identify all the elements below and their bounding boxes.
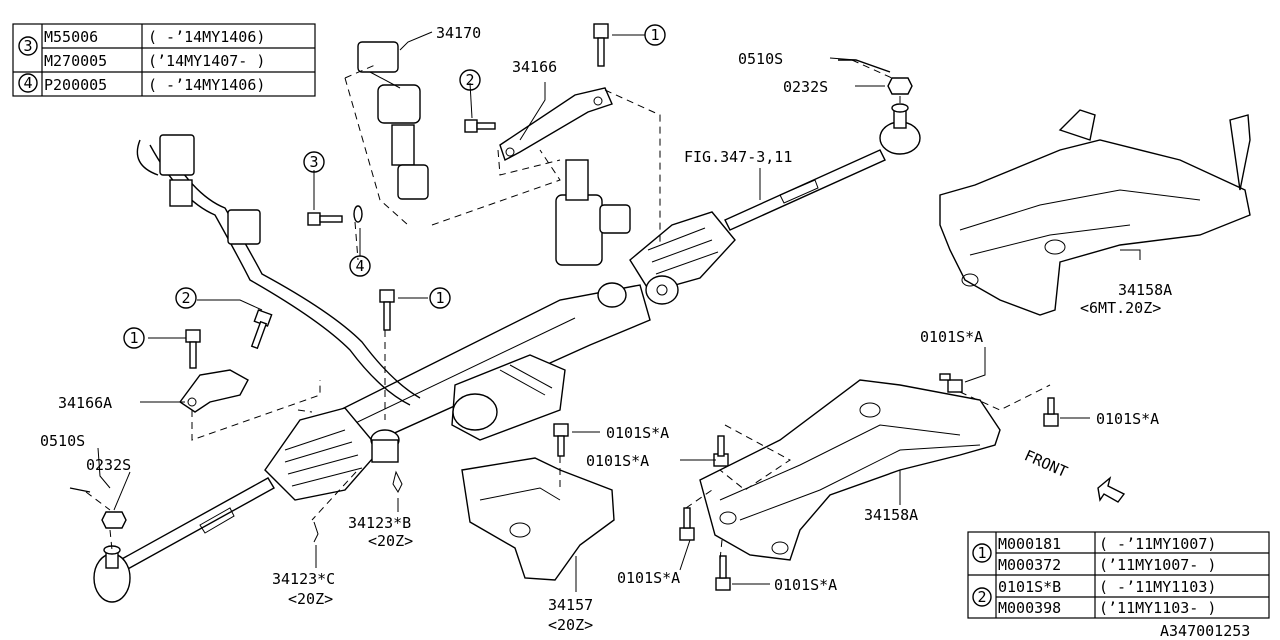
part-labels: 34170 34166 0510S 0232S FIG.347-3,11 341… <box>40 24 1250 640</box>
table-top: 3 4 M55006 M270005 P200005 ( -’14MY1406)… <box>12 23 316 97</box>
callout-4: 4 <box>355 257 364 275</box>
bracket-34166 <box>499 87 613 162</box>
label-fig-reference: FIG.347-3,11 <box>684 148 792 166</box>
callout-1: 1 <box>650 26 659 44</box>
label-34166a: 34166A <box>58 394 112 412</box>
bolt-rack-1 <box>379 289 395 331</box>
table-bottom-range: (’11MY1007- ) <box>1099 556 1216 574</box>
table-bottom-part: M000372 <box>998 556 1061 574</box>
table-top-part: M270005 <box>44 52 107 70</box>
crossmember-34158a-bottom <box>699 379 1001 561</box>
label-34123c-note: <20Z> <box>288 590 333 608</box>
front-indicator: FRONT <box>1022 446 1071 481</box>
label-0101s-a: 0101S*A <box>586 452 649 470</box>
heat-shield-edge <box>479 487 561 501</box>
callout-3: 3 <box>309 153 318 171</box>
label-34157-note: <20Z> <box>548 616 593 634</box>
table-bottom-range: (’11MY1103- ) <box>1099 599 1216 617</box>
table-bottom: 1 2 M000181 M000372 0101S*B M000398 ( -’… <box>967 531 1270 619</box>
table-bottom-part: 0101S*B <box>998 578 1061 596</box>
label-34157: 34157 <box>548 596 593 614</box>
bolt-0101s-a-6 <box>715 555 731 591</box>
callouts: 1 1 1 2 2 3 4 <box>123 24 666 349</box>
rack-boot-right <box>629 211 736 293</box>
label-34158a-bottom: 34158A <box>864 506 918 524</box>
cotter-pin-0510s-top <box>838 59 891 73</box>
table-bottom-range: ( -’11MY1007) <box>1099 535 1216 553</box>
tie-rod-end-left <box>93 545 131 603</box>
table-top-part: M55006 <box>44 28 98 46</box>
bolt-0101s-a-4 <box>1043 397 1059 427</box>
clip-34123c <box>313 521 319 543</box>
wiring-harness <box>136 134 421 406</box>
table-top-part: P200005 <box>44 76 107 94</box>
table-bottom-range: ( -’11MY1103) <box>1099 578 1216 596</box>
label-0101s-a: 0101S*A <box>617 569 680 587</box>
table-top-range: ( -’14MY1406) <box>148 28 265 46</box>
label-34123b: 34123*B <box>348 514 411 532</box>
clip-34123b <box>392 470 403 494</box>
label-0232s-bottom: 0232S <box>86 456 131 474</box>
tie-rod-end-right <box>879 103 921 155</box>
label-0232s-top: 0232S <box>783 78 828 96</box>
cotter-pin-0510s-bottom <box>69 487 91 493</box>
bolt-0101s-a-3 <box>939 373 963 393</box>
table-bottom-ref-1: 1 <box>977 544 986 562</box>
table-bottom-ref-2: 2 <box>977 588 986 606</box>
bolt-0101s-a-2 <box>713 435 729 467</box>
label-0101s-a: 0101S*A <box>774 576 837 594</box>
callout-1: 1 <box>129 329 138 347</box>
reference-lines <box>85 59 1051 561</box>
bracket-34166a <box>178 369 249 413</box>
table-bottom-part: M000181 <box>998 535 1061 553</box>
table-bottom-part: M000398 <box>998 599 1061 617</box>
diagram-id: A347001253 <box>1160 622 1250 640</box>
front-label: FRONT <box>1022 446 1071 481</box>
bolt-2-upper <box>464 119 496 133</box>
heat-shield-34157 <box>461 457 615 581</box>
label-34158a-top-note: <6MT.20Z> <box>1080 299 1161 317</box>
callout-1: 1 <box>435 289 444 307</box>
table-top-range: ( -’14MY1406) <box>148 76 265 94</box>
bolt-3 <box>307 212 343 226</box>
callout-2: 2 <box>465 71 474 89</box>
label-0510s-bottom: 0510S <box>40 432 85 450</box>
label-34123c: 34123*C <box>272 570 335 588</box>
bolt-0101s-a-1 <box>553 423 569 457</box>
leader-lines <box>97 31 1141 592</box>
heat-shield-hole <box>509 522 531 538</box>
table-top-ref-3: 3 <box>23 37 32 55</box>
fasteners <box>69 23 1059 591</box>
label-34166: 34166 <box>512 58 557 76</box>
bolt-top-1 <box>593 23 609 67</box>
assist-motor <box>451 354 566 441</box>
front-arrow-icon <box>1097 476 1126 503</box>
callout-2: 2 <box>181 289 190 307</box>
nut-0232s-bottom <box>101 511 127 529</box>
table-top-ref-4: 4 <box>23 74 32 92</box>
nut-0232s-top <box>887 77 913 95</box>
bolt-0101s-a-5 <box>679 507 695 541</box>
label-0510s-top: 0510S <box>738 50 783 68</box>
pinion-valve-housing <box>555 159 679 308</box>
label-34123b-note: <20Z> <box>368 532 413 550</box>
label-0101s-a: 0101S*A <box>606 424 669 442</box>
bolt-left-1 <box>185 329 201 369</box>
table-top-range: (’14MY1407- ) <box>148 52 265 70</box>
label-0101s-a: 0101S*A <box>1096 410 1159 428</box>
label-34170: 34170 <box>436 24 481 42</box>
intermediate-shaft <box>357 41 429 200</box>
crossmember-34158a-top <box>939 109 1251 316</box>
label-0101s-a: 0101S*A <box>920 328 983 346</box>
bolt-left-2 <box>250 309 273 350</box>
label-34158a-top: 34158A <box>1118 281 1172 299</box>
washer-4 <box>353 205 363 223</box>
